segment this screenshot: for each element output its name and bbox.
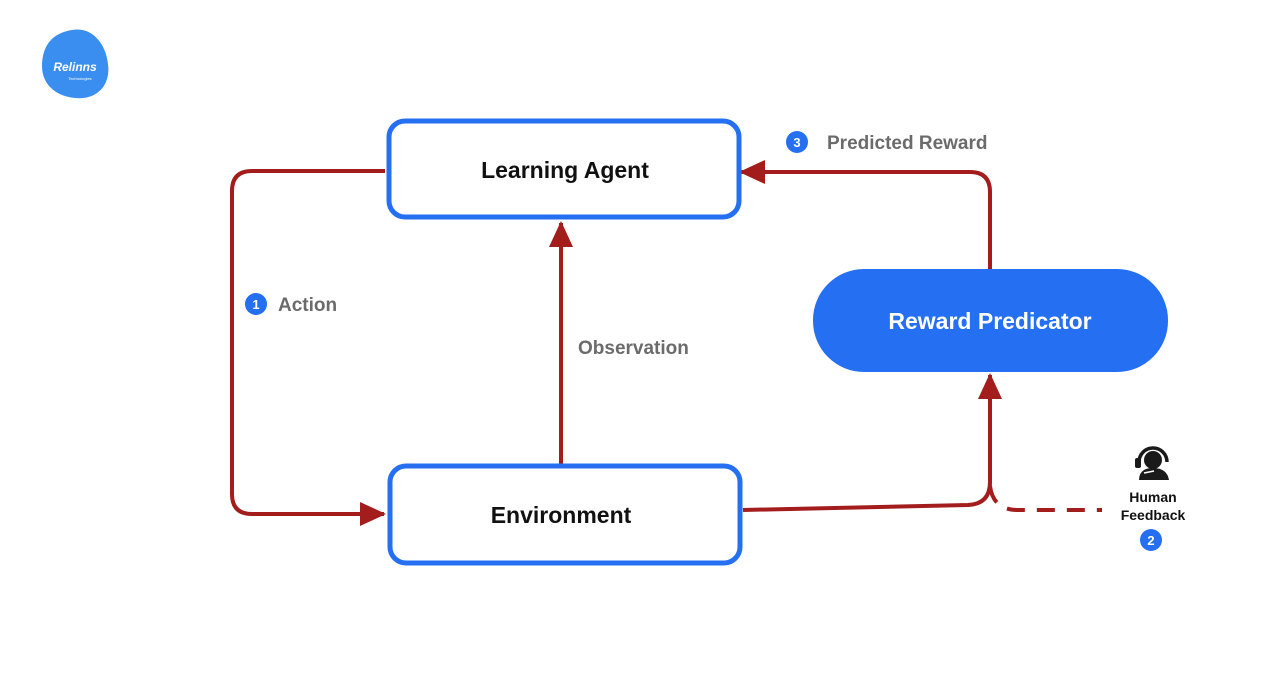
step-3-number: 3 <box>793 135 800 150</box>
person-headset-icon <box>1135 446 1169 480</box>
logo-subtext: Technologies <box>68 76 91 81</box>
human-feedback-label-line1: Human <box>1129 489 1176 505</box>
predicted-reward-label: Predicted Reward <box>827 133 988 154</box>
learning-agent-label: Learning Agent <box>481 157 649 183</box>
predicted-reward-arrow <box>739 160 992 269</box>
predicted-reward-label-group: 3 Predicted Reward <box>786 131 988 154</box>
step-3-badge <box>786 131 808 153</box>
action-arrow <box>230 169 386 526</box>
relinns-logo: Relinns Technologies <box>42 29 109 99</box>
human-feedback-connector <box>988 485 1102 512</box>
environment-to-predicator-arrow <box>742 373 1002 512</box>
logo-text: Relinns <box>53 60 97 74</box>
reward-predicator-node: Reward Predicator <box>813 269 1168 372</box>
step-2-number: 2 <box>1147 533 1154 548</box>
human-feedback-label-line2: Feedback <box>1121 507 1186 523</box>
step-2-badge <box>1140 529 1162 551</box>
environment-node: Environment <box>387 463 743 566</box>
human-feedback-group: Human Feedback 2 <box>1121 446 1186 551</box>
step-1-number: 1 <box>252 297 259 312</box>
environment-label: Environment <box>491 502 632 528</box>
observation-label: Observation <box>578 338 689 359</box>
step-1-badge <box>245 293 267 315</box>
reward-predicator-label: Reward Predicator <box>888 308 1091 334</box>
action-label: Action <box>278 295 337 316</box>
learning-agent-node: Learning Agent <box>386 118 742 220</box>
action-label-group: 1 Action <box>245 293 337 316</box>
